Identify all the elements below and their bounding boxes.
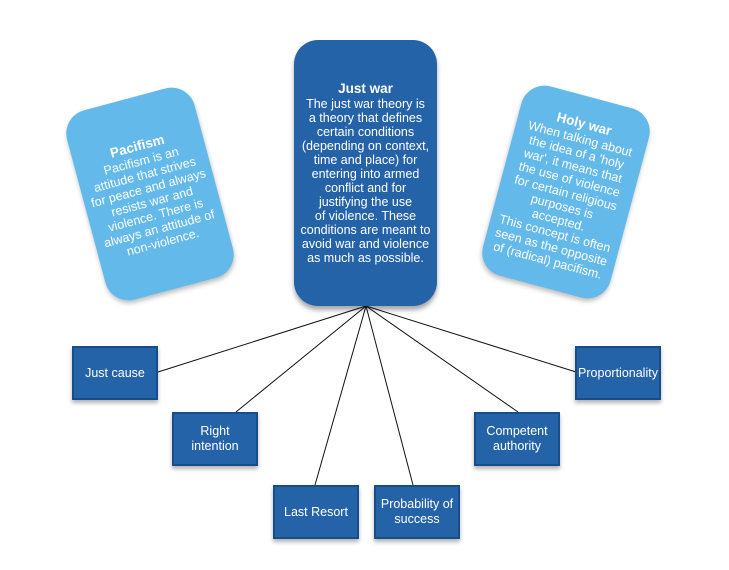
criterion-just-cause: Just cause <box>72 346 158 400</box>
connector-competent-authority <box>365 305 519 413</box>
pacifism-text: Pacifism is an attitude that strives for… <box>89 144 217 259</box>
criterion-right-intention: Right intention <box>172 412 258 466</box>
connector-last-resort <box>314 305 367 486</box>
criterion-competent-authority: Competent authority <box>474 412 560 466</box>
just-war-card: Just war The just war theory is a theory… <box>294 40 437 306</box>
connector-right-intention <box>235 305 367 413</box>
criterion-proportionality: Proportionality <box>575 346 661 400</box>
just-war-text: The just war theory is a theory that def… <box>300 97 431 265</box>
criterion-last-resort: Last Resort <box>273 485 359 539</box>
connector-just-cause <box>157 305 367 373</box>
connector-proportionality <box>365 305 577 373</box>
criterion-probability-of-success: Probability of success <box>374 485 460 539</box>
connector-probability-of-success <box>365 305 414 486</box>
just-war-title: Just war <box>338 81 393 96</box>
